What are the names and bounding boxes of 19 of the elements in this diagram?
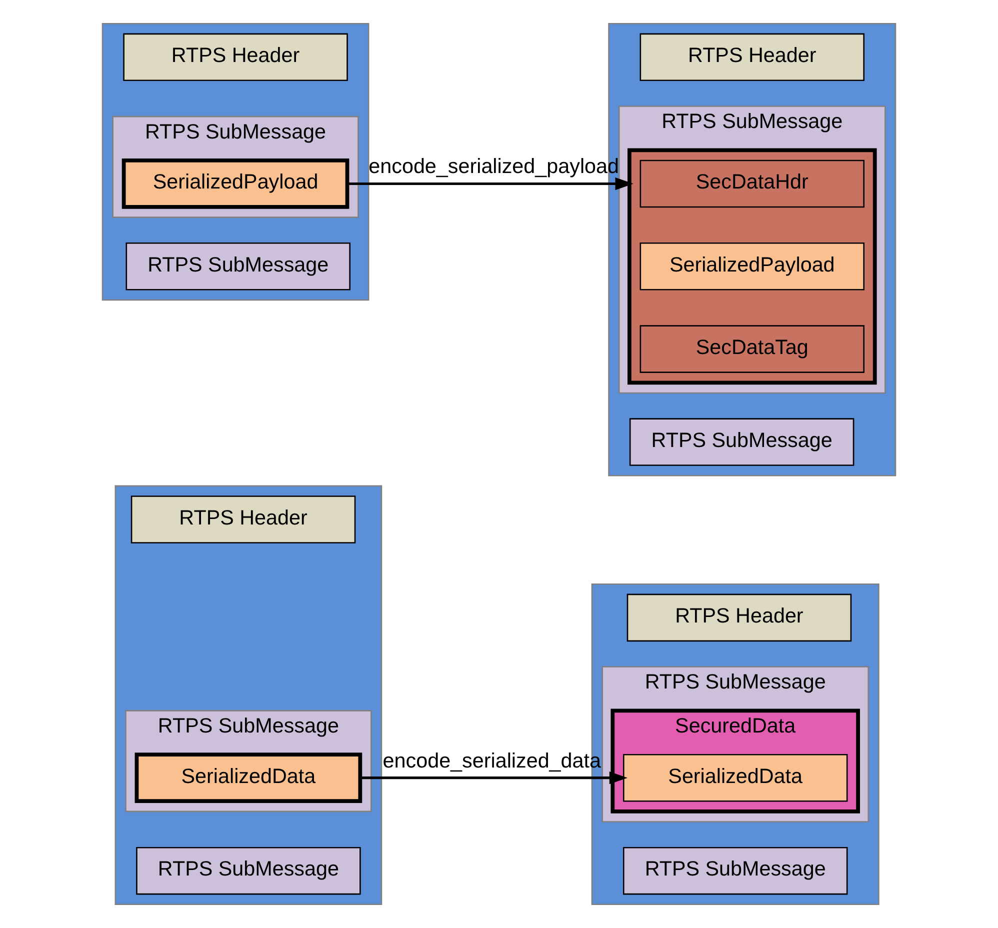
node-box: RTPS SubMessage: [623, 846, 848, 895]
node-box: SecDataTag: [640, 325, 864, 373]
node-box: SerializedPayload: [640, 242, 864, 290]
node-box: RTPS Header: [640, 33, 864, 82]
node-box: SecDataHdr: [640, 160, 864, 208]
arrow: [360, 772, 628, 784]
node-box: RTPS Header: [123, 33, 348, 82]
node-box: RTPS SubMessage: [629, 418, 854, 466]
node-box: RTPS SubMessage: [126, 242, 350, 290]
cluster: [102, 22, 370, 301]
node-box: RTPS Header: [626, 594, 852, 642]
arrow: [348, 177, 634, 190]
cluster: [114, 485, 382, 906]
node-box: SerializedData: [134, 752, 362, 804]
node-box: RTPS SubMessage: [136, 846, 361, 895]
node-box: SerializedData: [623, 754, 848, 802]
node-box: SerializedPayload: [122, 158, 350, 209]
cluster: [628, 148, 877, 385]
node-box: RTPS Header: [130, 496, 356, 544]
